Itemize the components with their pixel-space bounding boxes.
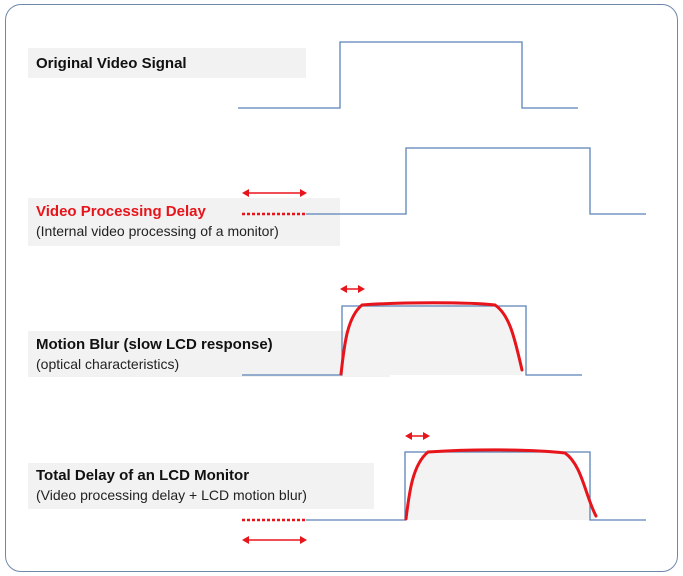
label-box-original	[28, 48, 306, 78]
total-delay-signal-wave	[306, 451, 646, 521]
motion-blur-response-area	[340, 303, 522, 375]
label-box-total-delay	[28, 463, 374, 509]
motion-blur-title: Motion Blur (slow LCD response)	[36, 336, 273, 353]
total-delay-response-area	[405, 450, 596, 520]
processing-delay-subtitle: (Internal video processing of a monitor)	[36, 223, 279, 239]
processing-delay-title: Video Processing Delay	[36, 203, 206, 220]
processing-delay-signal-wave	[306, 147, 646, 215]
label-box-motion-blur	[28, 331, 390, 377]
label-box-processing	[28, 198, 340, 246]
total-delay-title: Total Delay of an LCD Monitor	[36, 467, 250, 484]
motion-blur-arrow	[340, 285, 365, 293]
total-delay-blur-arrow	[405, 432, 430, 440]
total-delay-response-curve	[404, 448, 598, 521]
motion-blur-response-curve	[339, 301, 524, 376]
original-signal-wave	[238, 41, 578, 109]
motion-blur-subtitle: (optical characteristics)	[36, 356, 180, 372]
total-delay-subtitle: (Video processing delay + LCD motion blu…	[36, 487, 307, 503]
original-signal-title: Original Video Signal	[36, 55, 187, 72]
total-delay-processing-arrow	[242, 536, 307, 544]
motion-blur-signal-wave	[242, 305, 582, 376]
processing-delay-arrow	[242, 189, 307, 197]
